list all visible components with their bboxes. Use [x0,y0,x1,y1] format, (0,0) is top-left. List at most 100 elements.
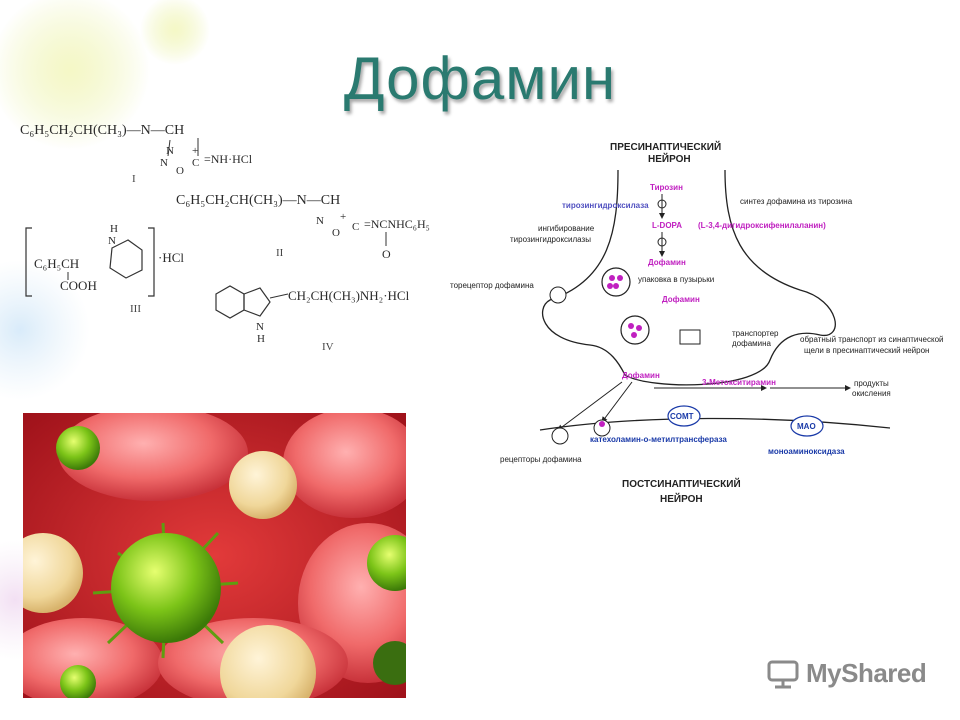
deco-blob-yellow-small [140,0,210,65]
formula-3-hcl: ·HCl [158,250,184,265]
mao-label: MAO [797,422,816,431]
formula-3-number: III [130,303,141,315]
virus-illustration [23,413,406,698]
vesicle-dot [628,323,634,329]
formula-1-number: I [132,173,136,185]
formula-1-imine: =NH·HCl [204,152,253,166]
ldopa-full-label: (L-3,4-дигидроксифенилаланин) [698,221,826,230]
formula-2-ring-o: O [332,227,340,239]
dopamine-top-label: Дофамин [648,258,686,267]
white-cell-2 [23,533,83,613]
formula-4-chain: CH₂CH(CH₃)NH₂·HCl [288,288,410,303]
vesicle-dot [613,283,619,289]
formula-3-sub: C₆H₅CH [34,256,79,271]
vesicle-dot [609,275,615,281]
watermark-text: MyShared [806,657,927,688]
synthesis-label: синтез дофамина из тирозина [740,197,853,206]
deco-blob-yellow [0,0,150,150]
presynaptic-label-1: ПРЕСИНАПТИЧЕСКИЙ [610,140,721,153]
formula-3-n: N [108,235,116,247]
red-cell-2 [283,413,406,518]
dopamine-mid-label: Дофамин [662,295,700,304]
virus-large [111,533,221,643]
enzyme-node-1 [657,199,667,209]
virus-small-3 [367,535,406,591]
postsynaptic-label-2: НЕЙРОН [660,492,703,505]
postsynaptic-receptor-2 [593,419,611,437]
formula-2-ring-n: N [316,215,324,227]
white-cell-1 [229,451,297,519]
inhibition-label-1: ингибирование [538,224,595,233]
enzyme-node-2 [657,237,667,247]
formula-1-ring-c: C [192,157,199,169]
presynaptic-label-2: НЕЙРОН [648,152,691,165]
methoxytyramine-label: 3-Метокситирамин [702,378,776,387]
virus-blood-cells-image [23,413,406,698]
formula-4-pyrrole-ring [243,287,271,317]
arrow-to-receptor-2 [601,381,633,423]
vesicle-2 [620,315,650,345]
postsynaptic-label-1: ПОСТСИНАПТИЧЕСКИЙ [622,477,741,490]
mao-enzyme [790,415,824,437]
formula-2: C₆H₅CH₂CH(CH₃)—N—CH N O + C =NCNHC₆H₅ O … [176,193,430,261]
vesicle-dot [617,275,623,281]
dopamine-synapse-diagram: ПРЕСИНАПТИЧЕСКИЙ НЕЙРОН Тирозин тирозинг… [450,140,943,505]
formula-3: C₆H₅CH COOH H N ·HCl III [25,223,184,315]
comt-full-label: катехоламин-о-метилтрансфераза [590,435,727,444]
dopamine-cleft-label: Дофамин [622,371,660,380]
formula-4-benzene-ring [215,285,245,319]
red-cell-1 [58,413,248,501]
transporter-label-2: дофамина [732,339,772,348]
comt-label: COMT [670,412,694,421]
white-cell-3 [220,625,316,698]
formula-4-number: IV [322,341,334,350]
formula-1-chain: C₆H₅CH₂CH(CH₃)—N—CH [20,123,184,138]
formula-2-number: II [276,247,284,259]
formula-1-ring-o: O [176,165,184,177]
formula-3-bracket-right [148,227,155,297]
formula-4: CH₂CH(CH₃)NH₂·HCl N H IV [215,285,410,350]
virus-small-4 [373,641,406,685]
mao-full-label: моноаминоксидаза [768,447,845,456]
virus-small-2 [60,665,96,698]
watermark: MyShared [766,656,927,690]
inhibition-label-2: тирозингидроксилазы [510,235,591,244]
formula-3-h: H [110,223,118,235]
products-label-1: продукты [854,379,889,388]
formula-1-bond-2 [167,139,171,157]
products-label-2: окисления [852,389,891,398]
formula-2-plus: + [340,211,346,223]
bound-dopamine-dot [599,421,605,427]
ldopa-label: L-DOPA [652,221,682,230]
formula-4-bond [269,293,289,299]
formula-3-piperidine-ring [109,239,143,279]
deco-blob-blue [0,260,90,400]
autoreceptor-label: торецептор дофамина [450,281,534,290]
tyrosine-hydroxylase-label: тирозингидроксилаза [562,201,649,210]
postsynaptic-receptor-1 [551,427,569,445]
formula-3-bracket-left [25,227,32,297]
formula-1-ring-n: N [166,145,174,157]
arrow-to-receptor-1 [557,381,623,431]
slide-title: Дофамин [343,45,617,112]
formula-2-amide: =NCNHC₆H₅ [364,217,430,231]
formula-4-n: N [256,321,264,333]
presentation-icon [767,660,799,689]
formula-3-acid: COOH [60,278,97,293]
transporter-label-1: транспортер [732,329,779,338]
formula-1: C₆H₅CH₂CH(CH₃)—N—CH N N O + C =NH·HCl I [20,123,253,185]
formula-2-ring-c: C [352,221,359,233]
tyrosine-label: Тирозин [650,183,683,192]
red-cell-4 [23,618,163,698]
virus-small-1 [56,426,100,470]
vesicle-dot [631,332,637,338]
chemical-formulas: C₆H₅CH₂CH(CH₃)—N—CH N N O + C =NH·HCl I … [20,123,430,350]
vesicle-1 [601,267,631,297]
transporter-box [679,329,701,345]
receptors-label: рецепторы дофамина [500,455,582,464]
vesicle-dot [636,325,642,331]
vesicle-dot [607,283,613,289]
comt-enzyme [667,405,701,427]
formula-1-ring-n2: N [160,157,168,169]
